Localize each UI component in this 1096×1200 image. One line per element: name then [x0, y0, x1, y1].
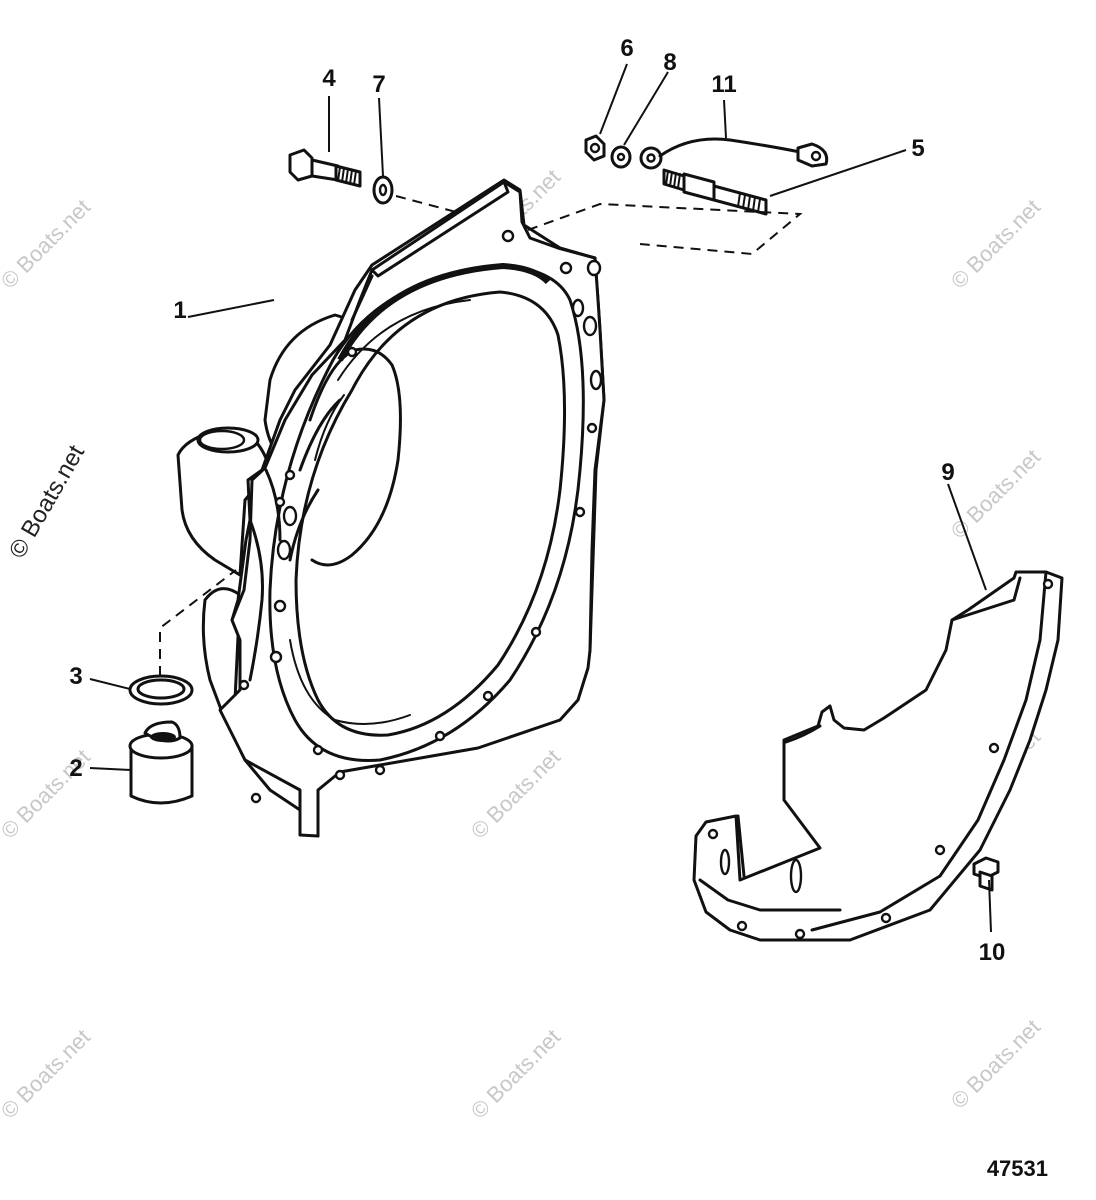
callout-6: 6 [620, 35, 633, 62]
watermark: © Boats.net [0, 194, 95, 293]
alignment-lines [159, 195, 803, 676]
callout-4: 4 [322, 65, 336, 92]
callout-1: 1 [173, 297, 186, 324]
seal-ring[interactable] [128, 674, 194, 706]
nut[interactable] [584, 134, 606, 162]
diagram-part-number: 47531 [987, 1156, 1048, 1181]
bushing[interactable] [128, 720, 194, 805]
callouts: 1 2 3 4 5 6 7 8 9 10 11 [69, 35, 1005, 966]
lock-washer[interactable] [372, 175, 394, 205]
watermark: © Boats.net [0, 1024, 95, 1123]
stud[interactable] [662, 168, 768, 216]
callout-8: 8 [663, 49, 676, 76]
watermark: © Boats.net [946, 444, 1045, 543]
callout-5: 5 [911, 135, 924, 162]
watermark: © Boats.net [946, 194, 1045, 293]
watermark: © Boats.net [466, 744, 565, 843]
bolt[interactable] [288, 148, 362, 188]
callout-10: 10 [979, 939, 1006, 966]
ground-strap[interactable] [639, 137, 829, 170]
washer[interactable] [610, 145, 632, 169]
callout-11: 11 [711, 71, 736, 98]
callout-3: 3 [69, 663, 82, 690]
watermark: © Boats.net [466, 1024, 565, 1123]
watermark: © Boats.net [946, 1014, 1045, 1113]
screw[interactable] [972, 856, 1000, 892]
watermark-left: © Boats.net [4, 440, 90, 563]
flywheel-housing[interactable] [176, 178, 606, 838]
flywheel-cover[interactable] [692, 570, 1064, 942]
callout-2: 2 [69, 755, 82, 782]
callout-9: 9 [941, 459, 954, 486]
callout-7: 7 [372, 71, 385, 98]
leader-lines [89, 63, 992, 933]
